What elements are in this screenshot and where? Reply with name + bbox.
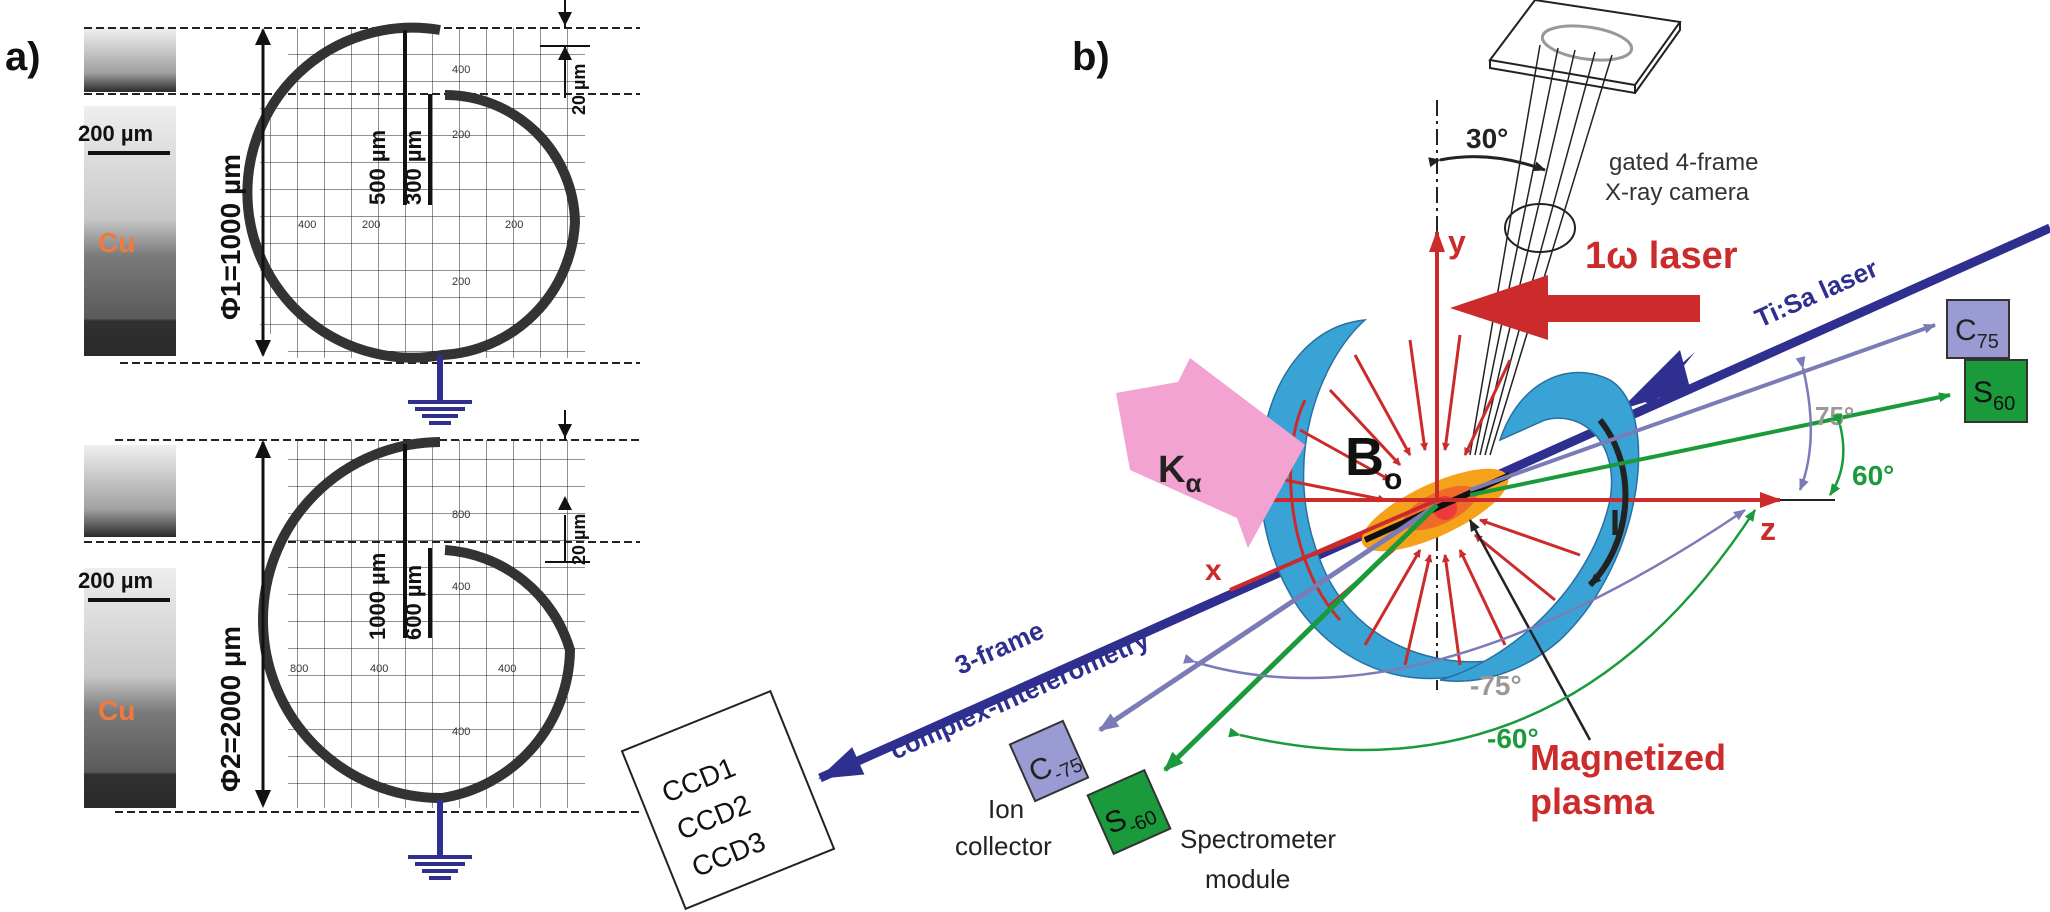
laser-1w-arrow: [1450, 275, 1700, 340]
ring-right: [1439, 371, 1640, 682]
tick-bot-down: 400: [452, 726, 470, 738]
camera-label-2: X-ray camera: [1605, 179, 1750, 206]
diameter-bottom-label: Φ2=2000 µm: [215, 626, 246, 792]
axis-x-label: x: [1205, 554, 1222, 587]
tisa-label: Ti:Sa laser: [1750, 253, 1882, 334]
c75-line: [1469, 323, 1936, 492]
dim-600-label: 600 µm: [401, 565, 426, 640]
c75-box: C75: [1946, 299, 2010, 359]
axis-y-label: y: [1448, 224, 1466, 260]
angle-m75-label: -75°: [1470, 670, 1522, 701]
angle-m60-arc: [1228, 509, 1757, 752]
grid-top: [288, 28, 585, 358]
camera-label-1: gated 4-frame: [1609, 149, 1758, 176]
xray-camera: [1469, 0, 1682, 456]
svg-text:C75: C75: [1955, 314, 1999, 353]
cu-strip-bottom-lower: [84, 568, 176, 808]
dim-500-label: 500 µm: [365, 130, 390, 205]
ion-label-1: Ion: [988, 794, 1024, 824]
angle-60-label: 60°: [1852, 460, 1894, 491]
spiral-bottom: [258, 437, 576, 804]
tick-bot-right: 400: [498, 663, 516, 675]
dim-300-label: 300 µm: [401, 130, 426, 205]
angle-75-arc: [1795, 356, 1812, 491]
ccd-box: CCD1 CCD2 CCD3: [620, 689, 836, 911]
panel-a-label: a): [5, 35, 41, 79]
tick-bot-up2: 400: [452, 581, 470, 593]
angle-30-arc: [1428, 155, 1546, 172]
tick-top-left-far: 400: [298, 219, 316, 231]
field-b-label: Bo: [1345, 427, 1402, 496]
ion-label-2: collector: [955, 831, 1052, 861]
gap-bottom-label: 20 µm: [569, 514, 589, 565]
angle-75-label: 75°: [1815, 401, 1854, 431]
scale-bar-bottom-label: 200 µm: [78, 568, 153, 593]
tick-top-right: 200: [505, 219, 523, 231]
tick-top-up2: 200: [452, 129, 470, 141]
plasma-label-2: plasma: [1530, 781, 1655, 822]
interf-label-1: 3-frame: [950, 615, 1048, 681]
panel-b-label: b): [1072, 35, 1110, 79]
tick-top-up: 400: [452, 64, 470, 76]
tick-top-left-near: 200: [362, 219, 380, 231]
cu-strip-bottom-upper: [84, 445, 176, 537]
spec-label-1: Spectrometer: [1180, 824, 1336, 854]
s60-box: S60: [1964, 359, 2028, 423]
ground-icon-bottom: [408, 800, 472, 880]
tick-bot-up: 800: [452, 509, 470, 521]
diameter-top-label: Φ1=1000 µm: [215, 154, 246, 320]
cu-label-top: Cu: [98, 227, 135, 258]
axis-z-label: z: [1760, 511, 1776, 547]
angle-60-arc: [1828, 413, 1845, 496]
angle-m60-label: -60°: [1487, 723, 1539, 754]
ground-icon-top: [408, 355, 472, 425]
svg-text:S60: S60: [1973, 376, 2015, 415]
gap-top-label: 20 µm: [569, 64, 589, 115]
spec-label-2: module: [1205, 864, 1290, 894]
angle-30-label: 30°: [1466, 123, 1508, 154]
current-label: I: [1610, 502, 1620, 543]
kalpha-label: Kα: [1158, 449, 1201, 498]
laser-1w-label: 1ω laser: [1585, 235, 1738, 277]
target-top: 200 µm Cu 500 µm 300 µm Φ1=1000 µm 20 µm…: [78, 0, 640, 425]
cu-label-bottom: Cu: [98, 695, 135, 726]
cu-strip-top-lower: [84, 106, 176, 356]
cu-strip-top-upper: [84, 28, 176, 92]
s60-line: [1469, 392, 1951, 497]
tick-bot-left-far: 800: [290, 663, 308, 675]
target-bottom: 200 µm Cu 1000 µm 600 µm Φ2=2000 µm 20 µ…: [78, 410, 640, 880]
tick-top-down: 200: [452, 276, 470, 288]
scale-bar-top-label: 200 µm: [78, 121, 153, 146]
plasma-label-1: Magnetized: [1530, 737, 1726, 778]
grid-bottom: [288, 440, 585, 808]
cm75-box: C-75: [1008, 719, 1090, 803]
sm60-box: S-60: [1086, 768, 1172, 856]
spiral-top: [242, 22, 581, 363]
dim-1000-label: 1000 µm: [365, 553, 390, 640]
tick-bot-left-near: 400: [370, 663, 388, 675]
